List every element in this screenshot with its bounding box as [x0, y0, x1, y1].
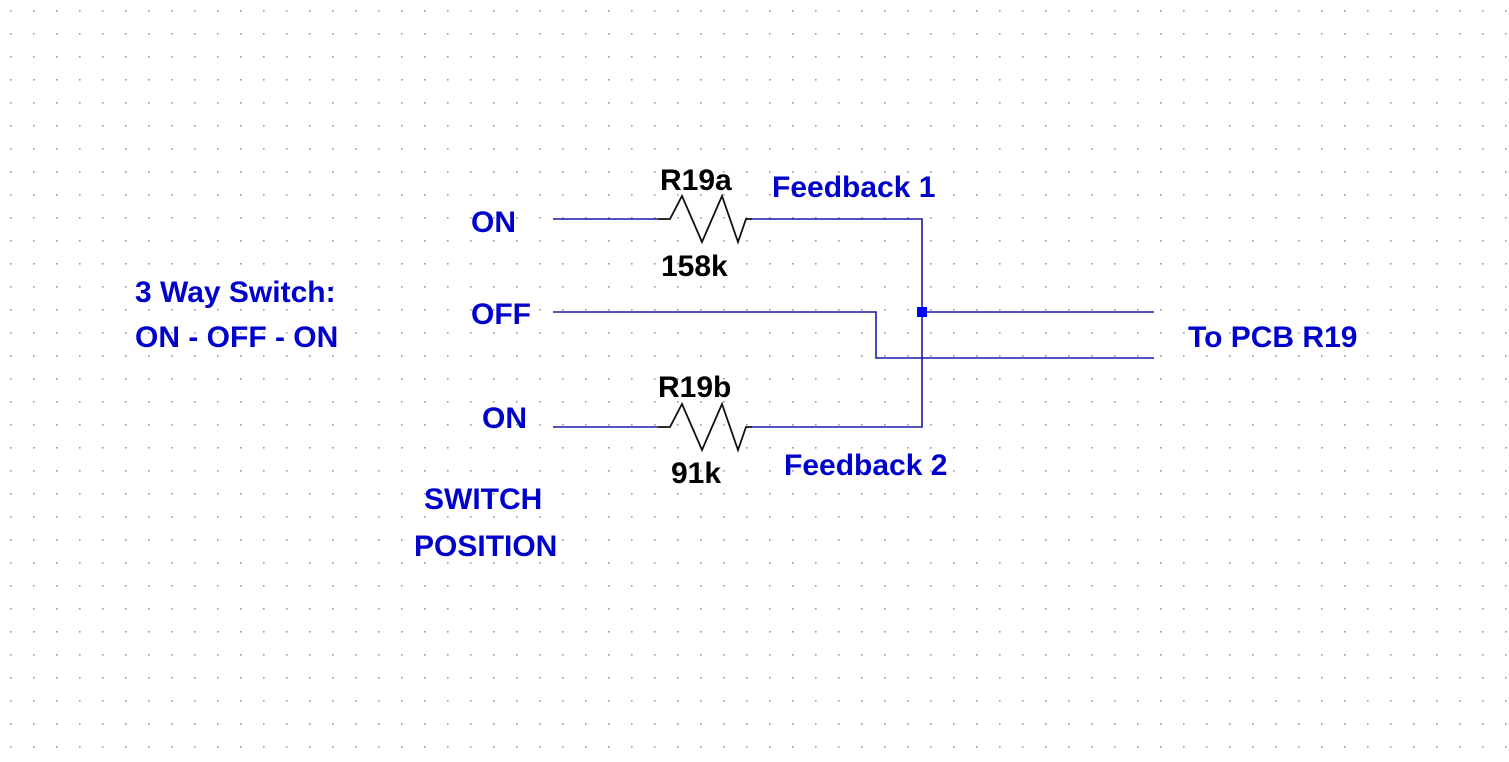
junction-dot — [917, 307, 927, 317]
resistor-r19b-value: 91k — [671, 457, 721, 490]
feedback-2-label: Feedback 2 — [784, 449, 947, 482]
switch-caption-line-2: POSITION — [414, 530, 557, 563]
output-label: To PCB R19 — [1188, 321, 1357, 354]
wire-off — [553, 311, 1154, 359]
wire-feedback-1 — [752, 218, 923, 312]
title-line-1: 3 Way Switch: — [135, 276, 336, 309]
switch-on-top-label: ON — [471, 206, 516, 239]
switch-off-label: OFF — [471, 298, 531, 331]
resistor-r19a-value: 158k — [661, 250, 728, 283]
wire-feedback-2 — [752, 312, 923, 428]
switch-caption-line-1: SWITCH — [424, 483, 542, 516]
feedback-1-label: Feedback 1 — [772, 171, 935, 204]
title-line-2: ON - OFF - ON — [135, 321, 338, 354]
resistor-r19b-name: R19b — [658, 371, 731, 404]
resistor-r19a-name: R19a — [660, 164, 732, 197]
switch-on-bottom-label: ON — [482, 402, 527, 435]
resistor-r19a-symbol — [658, 193, 752, 245]
resistor-r19b-symbol — [658, 401, 752, 453]
